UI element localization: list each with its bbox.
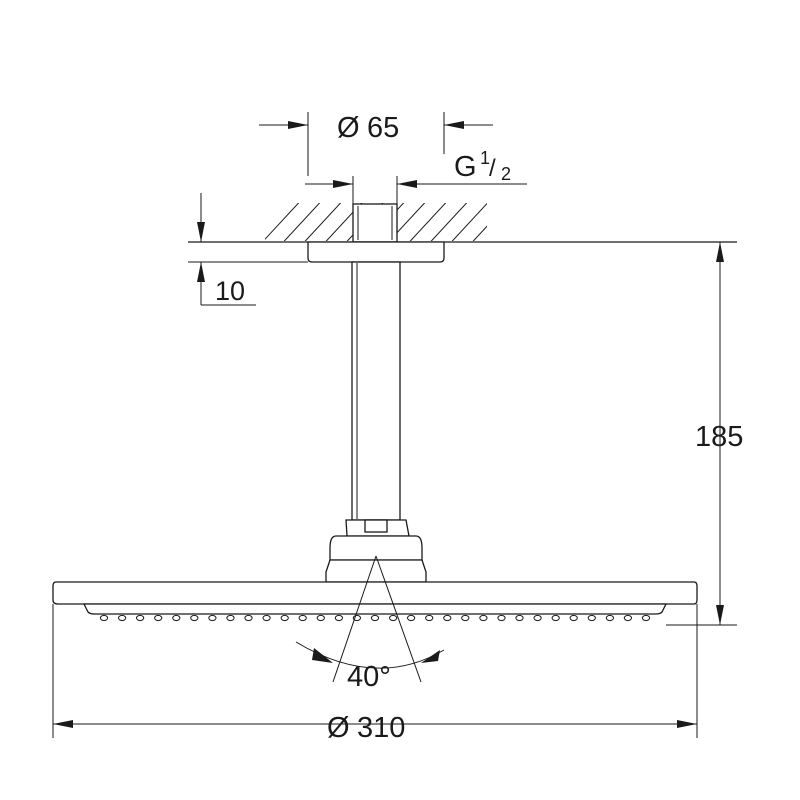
- shower-arm: [351, 261, 401, 521]
- nozzle: [334, 614, 343, 622]
- nozzle: [99, 614, 109, 622]
- thread-slash: /: [489, 155, 496, 182]
- head-connector: [325, 559, 427, 583]
- wall-flange: [307, 241, 445, 263]
- nozzle: [479, 614, 488, 622]
- shower-head-faceplate: [82, 603, 668, 615]
- nozzle: [587, 614, 596, 622]
- nozzle: [370, 614, 380, 622]
- nozzle: [136, 614, 145, 622]
- thread-numerator-label: 1: [480, 148, 490, 168]
- nozzle: [298, 614, 307, 622]
- head-diameter-label: 310: [357, 712, 405, 744]
- nozzle: [425, 614, 434, 622]
- nozzle: [154, 614, 163, 622]
- nozzle: [389, 614, 398, 622]
- nozzle: [244, 614, 253, 622]
- nozzle: [623, 614, 633, 622]
- nozzle-row: [99, 614, 651, 622]
- flange-gap-label: 10: [215, 276, 245, 306]
- ceiling-connector: [352, 203, 398, 243]
- pipe-diameter-label: 65: [367, 112, 399, 144]
- nozzle: [316, 614, 325, 622]
- pipe-diameter-symbol: Ø: [337, 112, 360, 144]
- nozzle: [407, 614, 416, 622]
- spray-angle-label: 40°: [347, 661, 391, 693]
- nozzle: [190, 614, 199, 622]
- height-label: 185: [695, 421, 743, 453]
- thread-prefix-label: G: [454, 151, 477, 183]
- nozzle: [551, 614, 560, 622]
- nozzle: [497, 614, 506, 622]
- nozzle: [515, 614, 524, 622]
- nozzle: [118, 614, 127, 622]
- thread-denominator-label: 2: [501, 164, 511, 184]
- nozzle: [641, 614, 651, 622]
- nozzle: [461, 614, 470, 622]
- nozzle: [208, 614, 217, 622]
- spray-angle-line-right: [375, 555, 422, 683]
- nozzle: [172, 614, 181, 622]
- nozzle: [262, 614, 271, 622]
- head-diameter-symbol: Ø: [327, 712, 350, 744]
- nozzle: [443, 614, 452, 622]
- nozzle: [569, 614, 578, 622]
- nozzle: [605, 614, 615, 622]
- nozzle: [226, 614, 235, 622]
- spray-angle-line-left: [332, 555, 377, 683]
- nozzle: [280, 614, 289, 622]
- nozzle: [533, 614, 542, 622]
- shower-head-body: [52, 581, 698, 605]
